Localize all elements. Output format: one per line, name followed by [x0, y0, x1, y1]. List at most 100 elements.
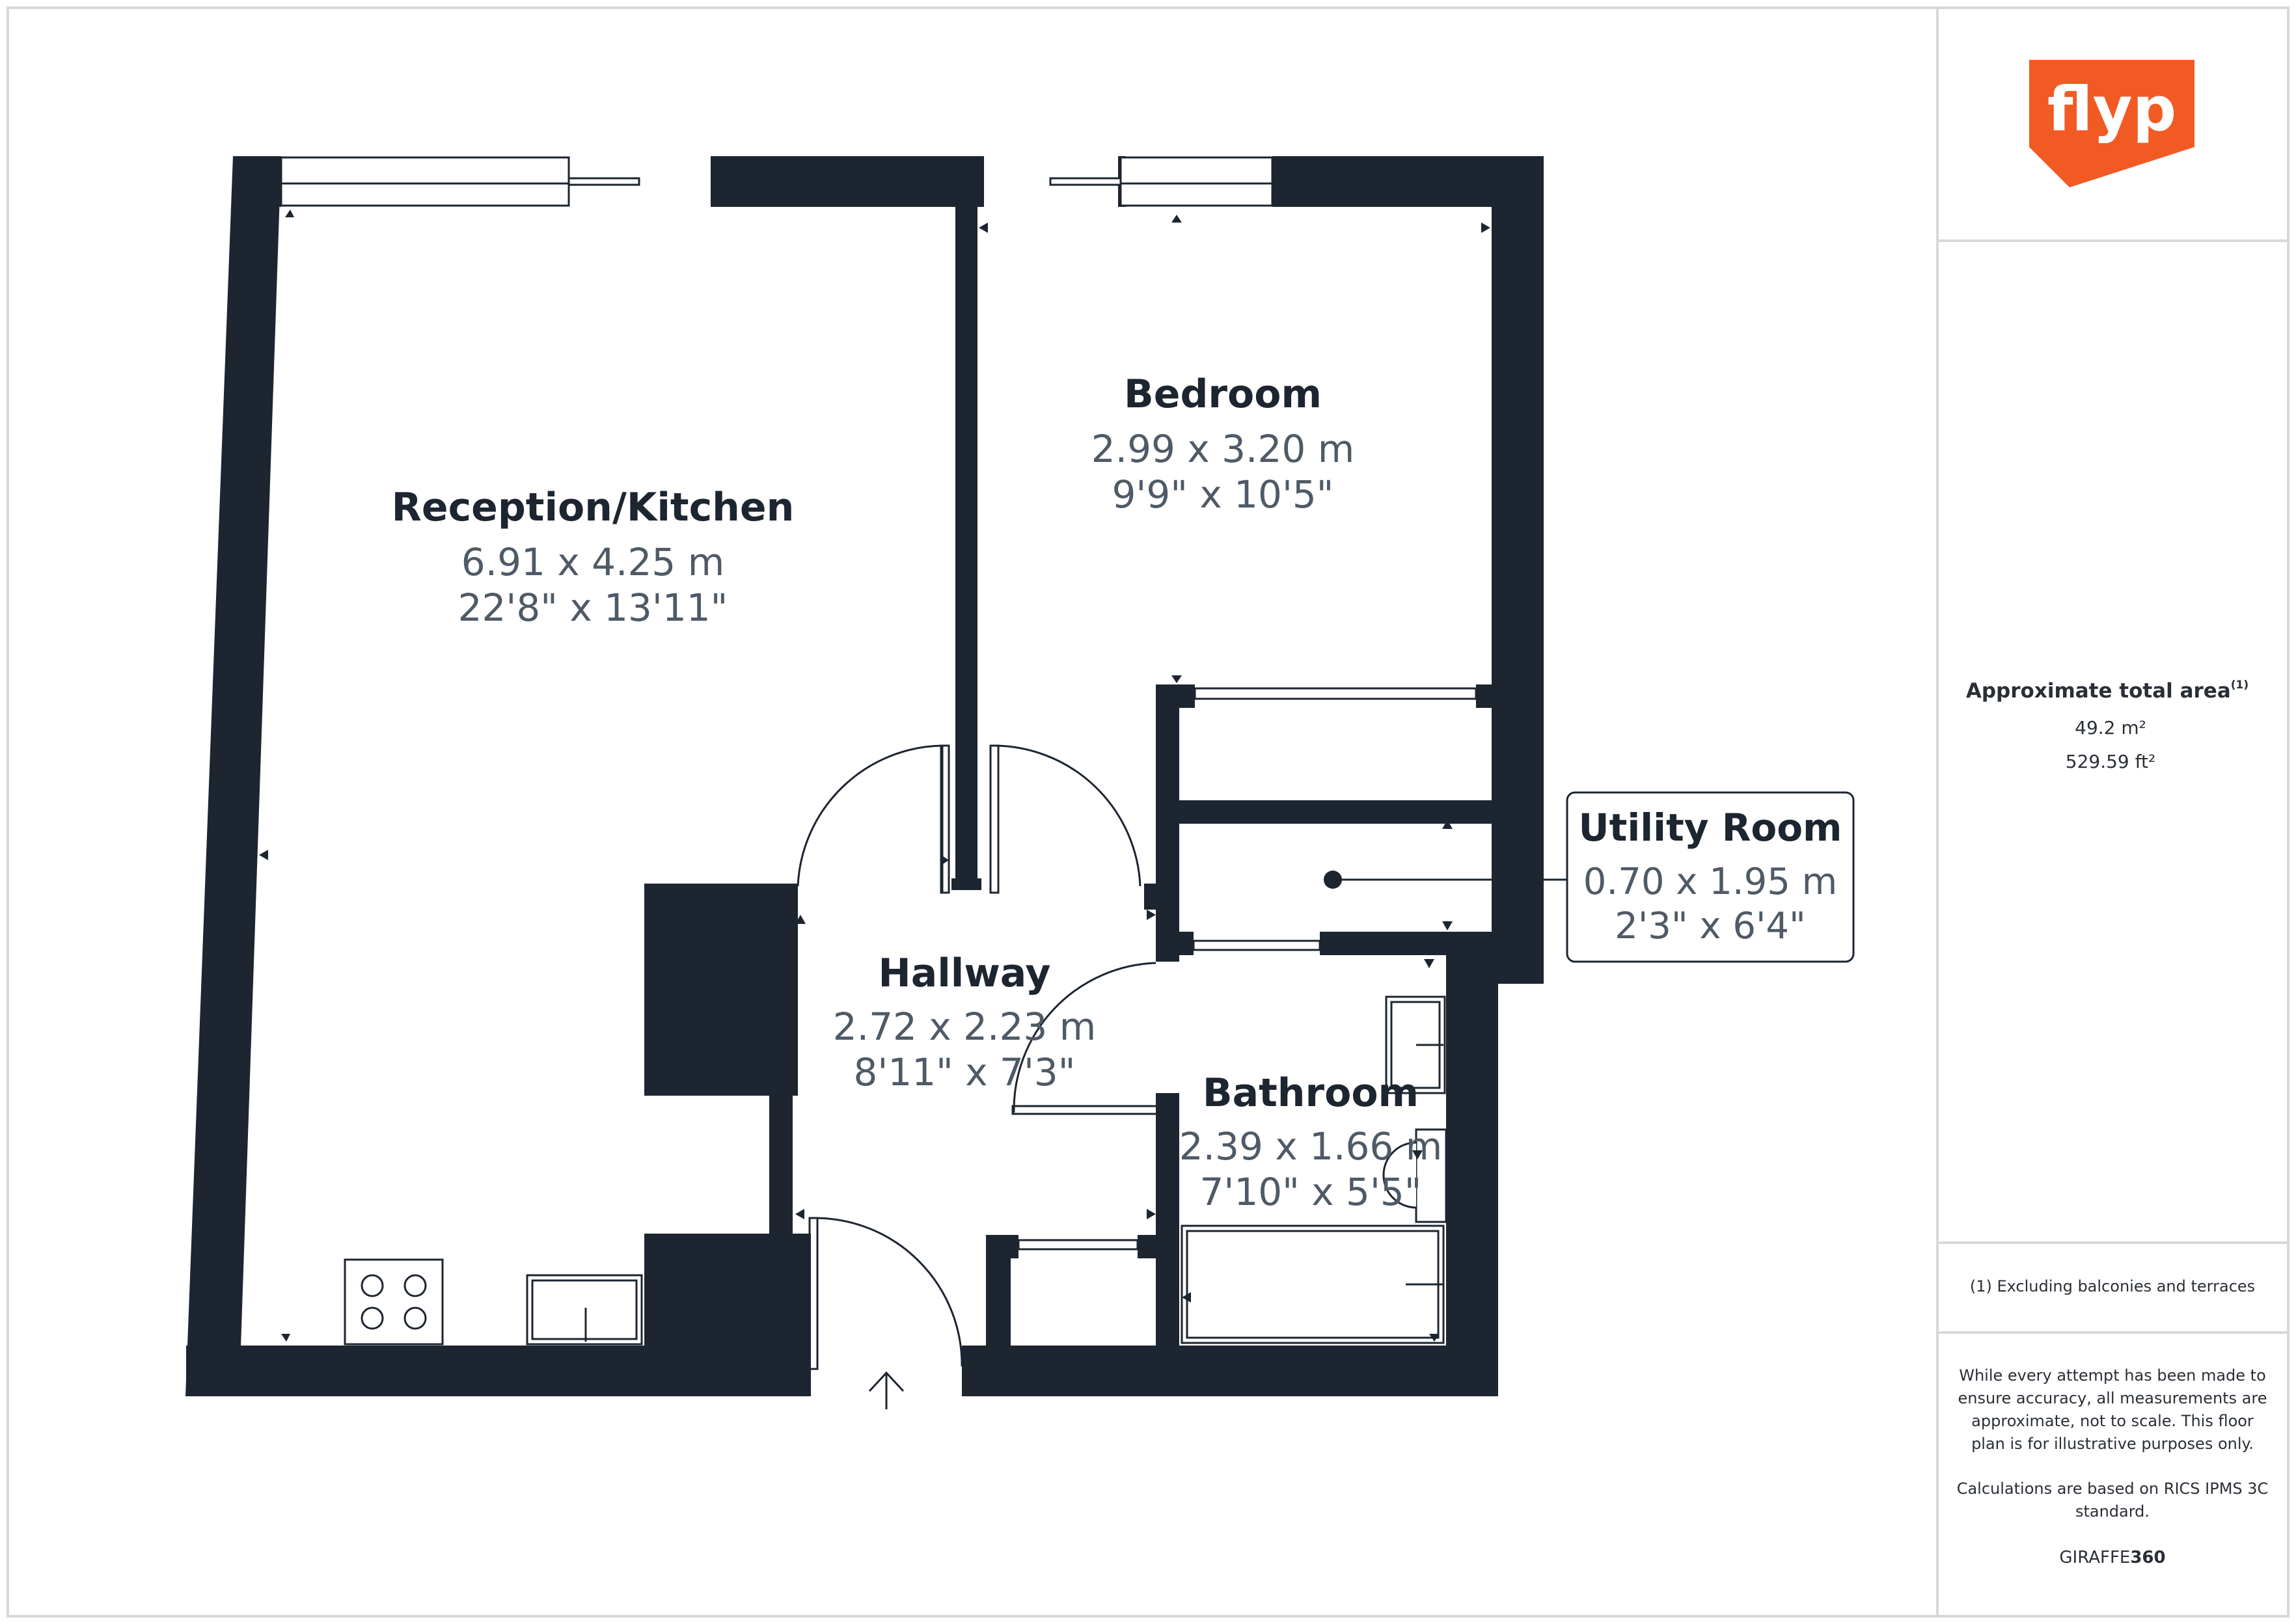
- hob-ring: [403, 1306, 427, 1330]
- room-name: Bedroom: [1124, 372, 1322, 417]
- door-bathroom-leaf: [1011, 1105, 1161, 1115]
- hob-ring: [403, 1274, 427, 1297]
- dim-arrow: [1442, 820, 1453, 829]
- room-imperial: 22'8" x 13'11": [458, 586, 728, 630]
- kitchen-sink-bowl: [531, 1279, 638, 1340]
- utility-callout: Utility Room 0.70 x 1.95 m 2'3" x 6'4": [1566, 791, 1855, 963]
- toilet-bowl: [1382, 1141, 1417, 1209]
- calc-note-line: Calculations are based on RICS IPMS 3C: [1957, 1480, 2269, 1498]
- wall-wardrobe-right: [1476, 684, 1492, 708]
- doors: [797, 744, 1161, 1370]
- wall-utility-bottom-left: [1156, 932, 1194, 955]
- dim-arrow: [795, 915, 806, 924]
- dim-arrow: [259, 850, 268, 860]
- room-metric: 2.72 x 2.23 m: [833, 1005, 1096, 1049]
- wall-bathroom-left: [1156, 1093, 1179, 1360]
- dim-arrow: [1424, 959, 1434, 968]
- wall-bottom-right: [962, 1346, 1498, 1396]
- wall-wardrobe-left: [1156, 684, 1195, 708]
- dim-arrow: [1412, 1150, 1423, 1159]
- room-name: Bathroom: [1203, 1070, 1419, 1116]
- area-footnote-mark: (1): [2231, 679, 2248, 692]
- room-label-reception: Reception/Kitchen 6.91 x 4.25 m 22'8" x …: [392, 485, 795, 630]
- flyp-logo: flyp: [2029, 60, 2194, 187]
- area-label: Approximate total area(1): [1966, 679, 2248, 703]
- dim-arrow: [285, 210, 294, 217]
- window-bedroom-slide: [1049, 177, 1122, 186]
- door-entrance-leaf: [808, 1217, 819, 1370]
- calc-note-line: standard.: [2075, 1502, 2150, 1521]
- room-name: Hallway: [878, 951, 1050, 996]
- door-entrance: [814, 1217, 963, 1367]
- entrance-arrow-icon: [868, 1371, 905, 1409]
- wall-reception-bedroom: [955, 207, 977, 890]
- door-bedroom-leaf: [989, 744, 1000, 894]
- dim-arrow: [795, 1335, 806, 1344]
- disclaimer-line: plan is for illustrative purposes only.: [1971, 1435, 2254, 1453]
- dim-arrow: [1442, 921, 1453, 930]
- walls: [185, 156, 1544, 1396]
- window-bedroom: [1119, 156, 1274, 207]
- dim-arrow: [281, 1334, 290, 1342]
- dim-arrow: [1429, 1334, 1440, 1342]
- wall-reception-bedroom-end: [951, 878, 981, 890]
- room-imperial: 9'9" x 10'5": [1112, 472, 1334, 517]
- door-bedroom: [991, 744, 1141, 887]
- toilet-cistern: [1415, 1128, 1447, 1223]
- room-metric: 2.99 x 3.20 m: [1091, 427, 1354, 471]
- utility-sliding-door: [1192, 940, 1321, 951]
- wall-hallway-left: [769, 884, 793, 1235]
- dim-arrow: [1171, 215, 1182, 223]
- hob-ring: [361, 1274, 384, 1297]
- dim-arrow: [1182, 1292, 1191, 1303]
- sheet-frame: [7, 7, 2289, 1617]
- wall-top-middle: [711, 156, 984, 207]
- bath-tub-inner: [1186, 1230, 1440, 1339]
- wall-bathroom-left-stub: [1144, 884, 1179, 910]
- hob-ring: [361, 1306, 384, 1330]
- giraffe360-credit: GIRAFFE360: [2059, 1548, 2165, 1567]
- room-name: Reception/Kitchen: [392, 485, 795, 530]
- dim-arrow: [941, 855, 949, 865]
- room-label-bathroom: Bathroom 2.39 x 1.66 m 7'10" x 5'5": [1179, 1070, 1442, 1214]
- wall-bedroom-bottom: [1156, 800, 1492, 824]
- room-metric: 0.70 x 1.95 m: [1583, 861, 1837, 903]
- dim-arrow: [795, 1209, 804, 1219]
- wall-closet-top-left: [986, 1235, 1018, 1258]
- area-sqm: 49.2 m²: [2075, 717, 2146, 738]
- utility-callout-box: [1566, 791, 1855, 963]
- utility-callout-leader: [1324, 871, 1567, 889]
- room-imperial: 2'3" x 6'4": [1615, 905, 1806, 947]
- wall-reception-left: [185, 156, 281, 1396]
- dimension-markers: [259, 210, 1490, 1344]
- dim-arrow: [1147, 1209, 1156, 1219]
- wall-utility-bottom: [1320, 932, 1544, 955]
- disclaimer-line: ensure accuracy, all measurements are: [1958, 1389, 2267, 1407]
- wardrobe-sliding-door: [1194, 687, 1477, 700]
- room-metric: 6.91 x 4.25 m: [461, 540, 724, 584]
- room-name: Utility Room: [1579, 805, 1842, 850]
- disclaimer-line: approximate, not to scale. This floor: [1971, 1412, 2254, 1430]
- logo-shape: [2029, 60, 2194, 187]
- door-bathroom: [1013, 962, 1156, 1113]
- footnote: (1) Excluding balconies and terraces: [1970, 1277, 2255, 1295]
- windows: [280, 156, 1477, 1251]
- disclaimer: While every attempt has been made to ens…: [1957, 1366, 2269, 1521]
- wall-reception-top-left: [233, 156, 281, 207]
- area-sqft: 529.59 ft²: [2066, 751, 2155, 772]
- wall-hallway-left-lower: [644, 1234, 811, 1396]
- room-label-hallway: Hallway 2.72 x 2.23 m 8'11" x 7'3": [833, 951, 1096, 1094]
- dim-arrow: [979, 223, 988, 233]
- dim-arrow: [1147, 910, 1156, 920]
- room-label-bedroom: Bedroom 2.99 x 3.20 m 9'9" x 10'5": [1091, 372, 1354, 517]
- room-imperial: 7'10" x 5'5": [1200, 1170, 1422, 1214]
- door-reception: [797, 744, 944, 893]
- fixtures: [344, 995, 1447, 1346]
- dim-arrow: [1481, 223, 1490, 233]
- wall-bathroom-right: [1446, 955, 1498, 1396]
- closet-sliding-door: [1017, 1239, 1139, 1251]
- window-reception: [280, 156, 570, 207]
- door-reception-leaf: [940, 744, 950, 894]
- wall-bedroom-right: [1492, 156, 1544, 984]
